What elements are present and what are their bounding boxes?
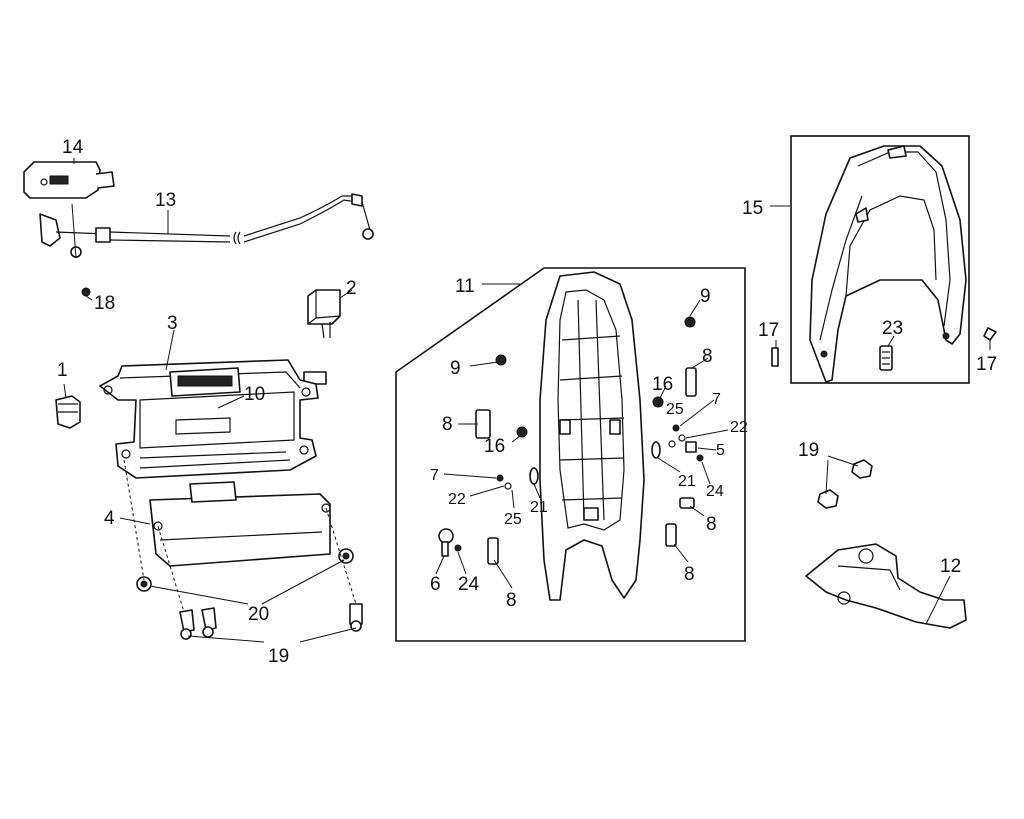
callout-5: 5 (716, 442, 725, 459)
callout-7-right: 7 (712, 391, 721, 408)
part-13-cable (39, 193, 374, 258)
callout-13: 13 (155, 190, 176, 211)
part-19-bolts (179, 603, 363, 640)
callout-24-left: 24 (458, 574, 480, 595)
callout-12: 12 (940, 556, 961, 577)
leader-lines (63, 158, 991, 643)
callout-9-top: 9 (700, 286, 711, 307)
part-18-screw (71, 203, 93, 301)
part-12-bracket (805, 459, 967, 629)
callout-24-right: 24 (706, 483, 724, 500)
part-23-pad (879, 345, 893, 371)
part-11-seat-base (539, 271, 645, 601)
callout-16-left: 16 (484, 436, 505, 457)
callout-1: 1 (57, 360, 68, 381)
callout-2: 2 (346, 278, 357, 299)
callout-15: 15 (742, 198, 763, 219)
callout-11: 11 (455, 276, 475, 297)
callout-18: 18 (94, 293, 115, 314)
part-2-relay (303, 289, 341, 385)
callout-8-bottom-right: 8 (684, 564, 695, 585)
part-19-nuts-right (817, 459, 873, 509)
callout-19-right: 19 (798, 440, 819, 461)
callout-8-bottom: 8 (506, 590, 517, 611)
callout-19-left: 19 (268, 646, 289, 667)
callout-9-left: 9 (450, 358, 461, 379)
seat-frame-box (395, 267, 746, 642)
rear-cowl-box (790, 135, 970, 384)
callout-14: 14 (62, 137, 84, 158)
callout-6: 6 (430, 574, 441, 595)
part-1-socket (55, 395, 81, 429)
callout-8-right: 8 (706, 514, 717, 535)
seat-lock-cable-group (23, 161, 374, 301)
callout-20: 20 (248, 604, 269, 625)
callout-4: 4 (104, 508, 115, 529)
callout-8-top: 8 (702, 346, 713, 367)
callout-22-left: 22 (448, 491, 466, 508)
callout-21-left: 21 (530, 499, 548, 516)
callout-labels: 14 13 18 2 3 1 10 4 20 19 11 9 9 8 16 8 … (57, 137, 997, 667)
callout-17-left: 17 (758, 320, 779, 341)
callout-21-right: 21 (678, 473, 696, 490)
callout-25-left: 25 (504, 511, 522, 528)
part-14-latch (23, 161, 115, 199)
seat-frame-group (395, 267, 746, 642)
tray-assembly-group (55, 289, 363, 640)
callout-7-left: 7 (430, 467, 439, 484)
part-4-tray (149, 481, 331, 567)
callout-16-right: 16 (652, 374, 673, 395)
callout-10: 10 (244, 384, 265, 405)
rear-cowl-group (771, 135, 997, 384)
part-10-plate (169, 367, 241, 435)
callout-25-right: 25 (666, 401, 684, 418)
part-15-cowl (809, 145, 967, 383)
callout-3: 3 (167, 313, 178, 334)
callout-17-right: 17 (976, 354, 997, 375)
callout-23: 23 (882, 318, 903, 339)
callout-22-right: 22 (730, 419, 748, 436)
callout-8-left: 8 (442, 414, 453, 435)
